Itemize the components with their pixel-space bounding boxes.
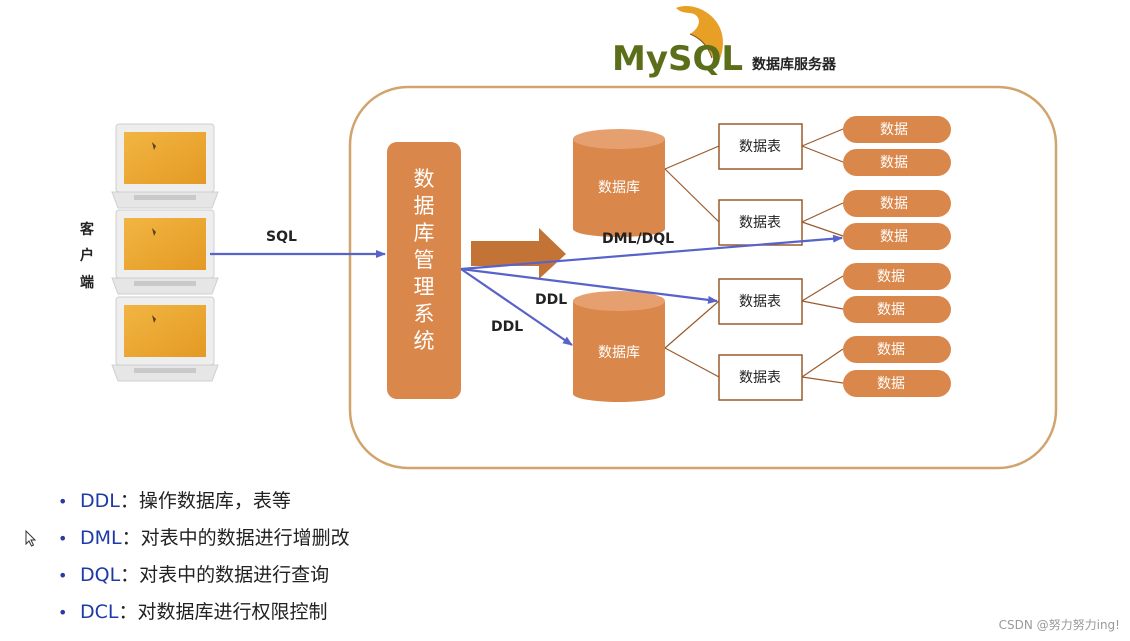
dbms-block (387, 142, 461, 399)
sql-term-desc: ：对表中的数据进行查询 (120, 564, 330, 586)
dbms-label-char: 系 (414, 302, 435, 326)
ddl-upper-arrow (460, 267, 718, 304)
data-label: 数据 (877, 269, 905, 285)
dml-dql-arrow (460, 234, 843, 271)
data-pill: 数据 (843, 223, 951, 250)
mouse-cursor-icon (25, 530, 37, 547)
ddl-lower-label: DDL (491, 319, 523, 335)
sql-term-desc: ：操作数据库，表等 (119, 490, 291, 512)
data-pill: 数据 (843, 296, 951, 323)
table-label: 数据表 (739, 294, 781, 310)
bullet-dot: • (58, 529, 68, 548)
sql-category-list: • DDL：操作数据库，表等 • DML：对表中的数据进行增删改 • DQL：对表中的… (58, 486, 350, 634)
data-pill: 数据 (843, 263, 951, 290)
watermark: CSDN @努力努力ing! (998, 618, 1120, 632)
database-cylinder: 数据库 (573, 129, 665, 237)
dbms-label-char: 库 (414, 221, 435, 245)
blue-arrows (210, 234, 843, 346)
dbms-label-char: 数 (414, 167, 435, 191)
data-label: 数据 (880, 196, 908, 212)
table-label: 数据表 (739, 139, 781, 155)
laptop-icon (111, 209, 219, 295)
ddl-lower-arrow (460, 268, 573, 346)
dbms-label-char: 据 (414, 194, 435, 218)
client-label-char: 端 (80, 274, 94, 291)
table-box: 数据表 (718, 278, 803, 325)
list-item: • DML：对表中的数据进行增删改 (58, 523, 350, 560)
data-pill: 数据 (843, 370, 951, 397)
dolphin-icon (676, 6, 723, 66)
sql-term: DCL (80, 601, 119, 623)
server-frame (348, 85, 1058, 470)
sql-term: DQL (80, 564, 121, 586)
dbms-label-char: 管 (414, 248, 435, 272)
data-pill: 数据 (843, 116, 951, 143)
client-label-char: 客 (79, 221, 95, 238)
list-item: • DQL：对表中的数据进行查询 (58, 560, 350, 597)
database-cylinder: 数据库 (573, 291, 665, 402)
list-item: • DDL：操作数据库，表等 (58, 486, 350, 523)
mysql-logo-text: MySQL (612, 39, 743, 79)
db-table-connectors (664, 145, 720, 378)
dbms-label-char: 理 (414, 275, 435, 299)
table-data-connectors (801, 128, 844, 384)
table-label: 数据表 (739, 370, 781, 386)
edge-labels: SQL DML/DQL DDL DDL (266, 229, 674, 335)
laptop-icon (111, 123, 219, 209)
sql-term-desc: ：对数据库进行权限控制 (118, 601, 328, 623)
thick-orange-arrow (471, 228, 566, 279)
data-label: 数据 (880, 122, 908, 138)
data-pill: 数据 (843, 336, 951, 363)
data-pill: 数据 (843, 149, 951, 176)
client-label-char: 户 (80, 247, 94, 264)
data-label: 数据 (877, 342, 905, 358)
sql-term: DDL (80, 490, 120, 512)
data-pill: 数据 (843, 190, 951, 217)
table-label: 数据表 (739, 215, 781, 231)
mysql-logo: MySQL ™ (612, 6, 743, 79)
database-label: 数据库 (598, 180, 640, 196)
list-item: • DCL：对数据库进行权限控制 (58, 597, 350, 634)
server-title: 数据库服务器 (752, 56, 837, 73)
sql-term: DML (80, 527, 122, 549)
mysql-logo-tm: ™ (712, 61, 720, 70)
data-label: 数据 (880, 155, 908, 171)
dml-dql-label: DML/DQL (602, 231, 674, 247)
sql-term-desc: ：对表中的数据进行增删改 (121, 527, 350, 549)
data-label: 数据 (880, 229, 908, 245)
bullet-dot: • (58, 492, 68, 511)
dbms-label: 数 据 库 管 理 系 统 (414, 167, 435, 353)
client-label: 客 户 端 (79, 221, 95, 291)
table-box: 数据表 (718, 354, 803, 401)
database-label: 数据库 (598, 345, 640, 361)
data-pills: 数据 数据 数据 数据 数据 数据 数据 数据 (843, 116, 951, 397)
bullet-dot: • (58, 566, 68, 585)
client-laptops (111, 123, 219, 382)
table-box: 数据表 (718, 123, 803, 170)
ddl-upper-label: DDL (535, 292, 567, 308)
laptop-icon (111, 296, 219, 382)
data-label: 数据 (877, 376, 905, 392)
dbms-label-char: 统 (414, 329, 435, 353)
table-box: 数据表 (718, 199, 803, 246)
data-label: 数据 (877, 302, 905, 318)
bullet-dot: • (58, 603, 68, 622)
sql-label: SQL (266, 229, 297, 245)
